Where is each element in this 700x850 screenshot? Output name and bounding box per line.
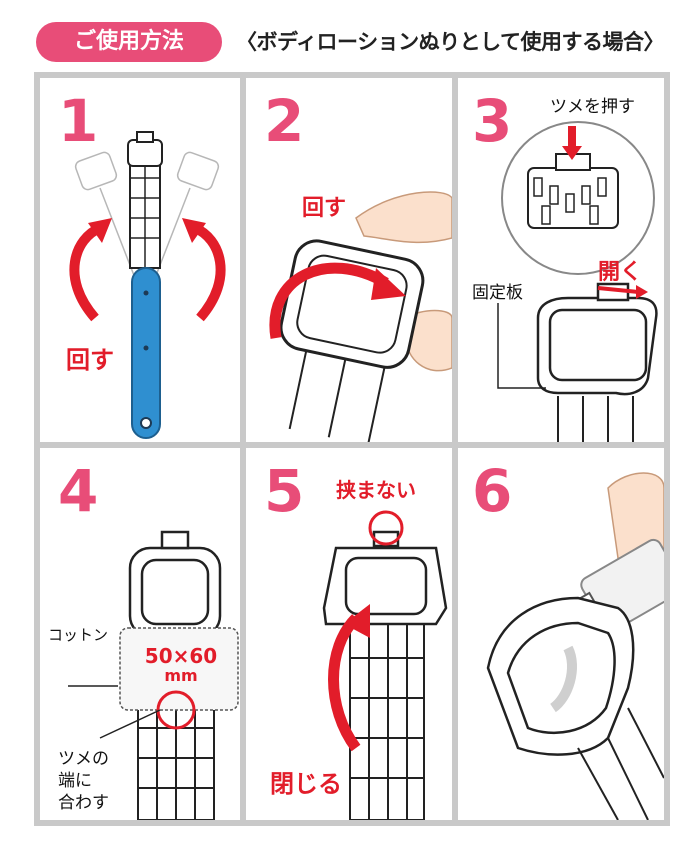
step-1-panel: 1 bbox=[40, 78, 240, 442]
step-3-plate-label: 固定板 bbox=[472, 283, 523, 303]
step-2-panel: 2 回す bbox=[246, 78, 452, 442]
step-3-panel: 3 ツメを押す bbox=[458, 78, 664, 442]
step-6-number: 6 bbox=[472, 457, 513, 525]
step-6-panel: 6 bbox=[458, 448, 664, 820]
step-4-size-unit: mm bbox=[164, 666, 198, 685]
step-1-illustration bbox=[69, 131, 226, 439]
step-4-cotton-label: コットン bbox=[48, 626, 109, 644]
step-2-number: 2 bbox=[264, 87, 305, 155]
step-5-number: 5 bbox=[264, 457, 305, 525]
step-4-panel: 4 コットン 50×60 mm ツメの 端に 合わす bbox=[40, 448, 240, 820]
step-1-rotate-label: 回す bbox=[66, 346, 114, 374]
usage-badge: ご使用方法 bbox=[36, 22, 222, 62]
step-5-panel: 5 挟まない 閉じる bbox=[246, 448, 452, 820]
step-5-close-label: 閉じる bbox=[270, 770, 342, 798]
step-2-rotate-label: 回す bbox=[302, 196, 347, 221]
step-4-illustration bbox=[68, 530, 239, 820]
step-6-illustration bbox=[486, 472, 664, 820]
step-4-align-label-1: ツメの bbox=[58, 749, 109, 769]
step-4-number: 4 bbox=[58, 457, 99, 525]
step-4-align-label-2: 端に bbox=[58, 771, 92, 791]
usage-subtitle: 〈ボディローションぬりとして使用する場合〉 bbox=[236, 30, 664, 54]
step-4-size-value: 50×60 bbox=[144, 644, 218, 668]
step-1-number: 1 bbox=[58, 87, 99, 155]
step-2-illustration bbox=[269, 191, 452, 442]
step-3-open-label: 開く bbox=[598, 260, 643, 285]
step-3-illustration bbox=[497, 121, 658, 442]
steps-grid: 1 bbox=[34, 72, 670, 826]
step-3-number: 3 bbox=[472, 87, 513, 155]
step-5-warning-label: 挟まない bbox=[336, 478, 416, 502]
step-3-push-label: ツメを押す bbox=[550, 97, 635, 117]
step-5-illustration bbox=[322, 510, 448, 820]
step-4-align-label-3: 合わす bbox=[58, 793, 109, 813]
